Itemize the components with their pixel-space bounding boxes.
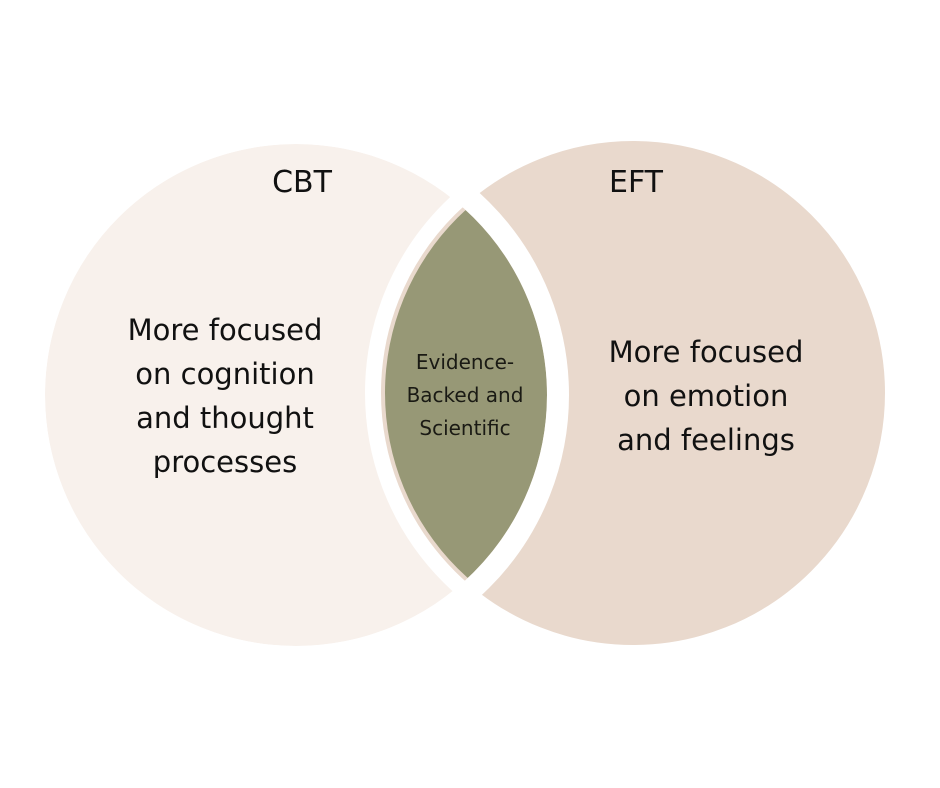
cbt-title: CBT [272,165,333,200]
cbt-description-line: More focused [128,313,323,347]
eft-description-line: on emotion [624,379,789,413]
eft-description-line: More focused [609,335,804,369]
cbt-description-line: on cognition [135,357,314,391]
cbt-description-line: and thought [136,401,314,435]
eft-description: More focused on emotion and feelings [609,335,804,457]
eft-circle-outline [365,125,901,661]
eft-title: EFT [609,165,664,200]
overlap-region [385,145,547,641]
overlap-left-border [23,122,569,668]
overlap-description-line: Backed and [407,383,524,407]
overlap-description-line: Scientific [419,416,510,440]
overlap-description-line: Evidence- [416,350,514,374]
overlap-description: Evidence- Backed and Scientific [407,350,524,440]
cbt-description: More focused on cognition and thought pr… [128,313,323,479]
overlap-lens [385,145,547,641]
eft-description-line: and feelings [617,423,795,457]
cbt-description-line: processes [153,445,297,479]
